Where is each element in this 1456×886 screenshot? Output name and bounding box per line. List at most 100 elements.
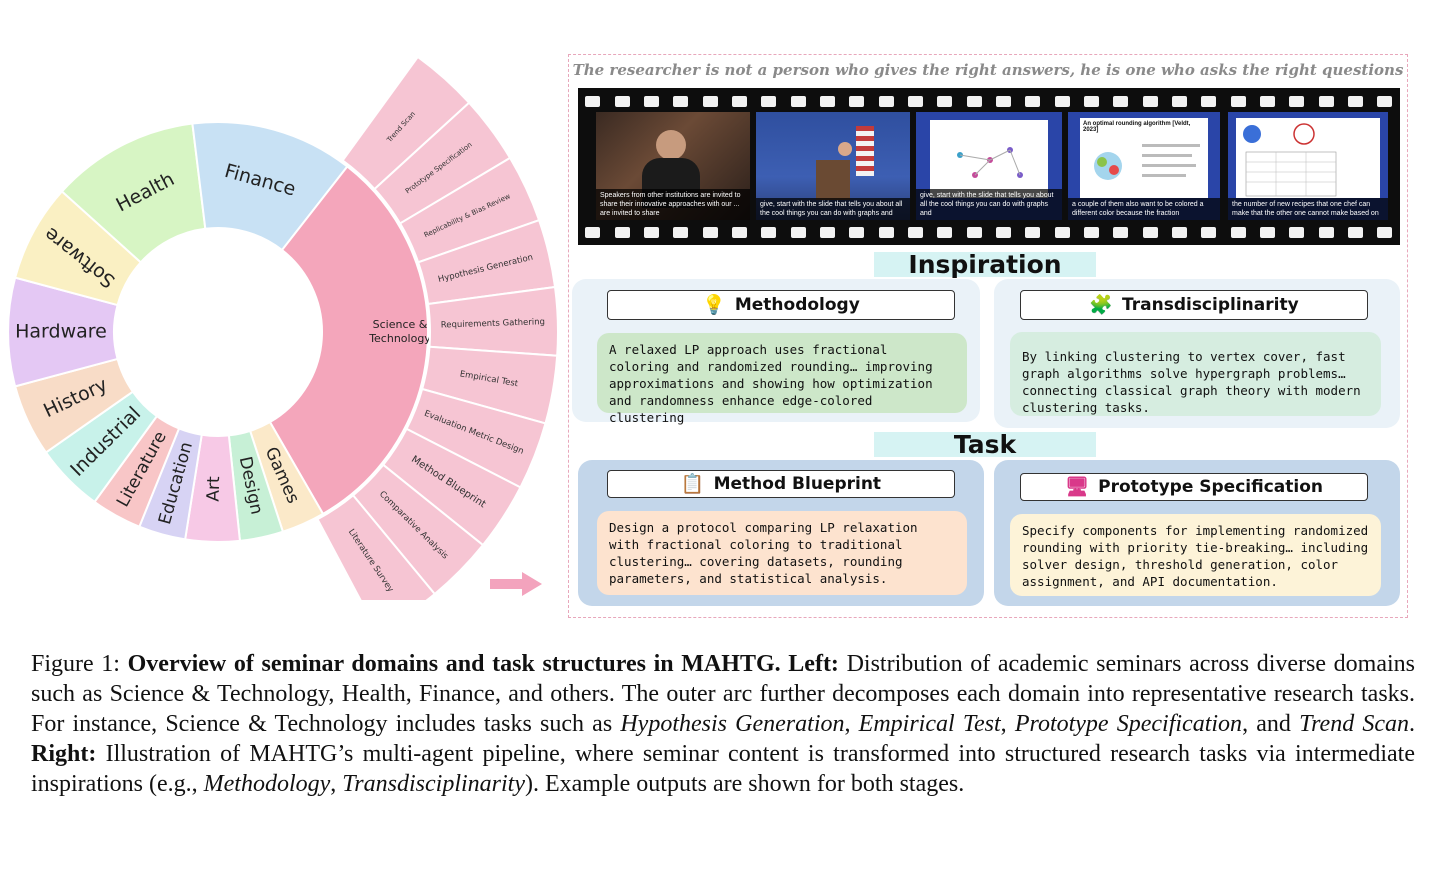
- task-heading: Task: [874, 432, 1096, 457]
- film-hole: [1289, 95, 1305, 107]
- video-frame-3: give, start with the slide that tells yo…: [916, 112, 1062, 220]
- inspiration-heading: Inspiration: [874, 252, 1096, 277]
- film-hole: [907, 95, 923, 107]
- method-blueprint-title: Method Blueprint: [713, 474, 882, 494]
- film-hole: [966, 226, 982, 238]
- film-hole: [878, 95, 894, 107]
- film-hole: [1142, 95, 1158, 107]
- caption-italic-1: Hypothesis Generation: [620, 711, 845, 737]
- caption-text-6: Illustration of MAHTG’s multi-agent pipe…: [31, 741, 1415, 797]
- film-hole: [673, 226, 689, 238]
- film-hole: [1201, 226, 1217, 238]
- film-hole: [1054, 226, 1070, 238]
- film-hole: [1025, 226, 1041, 238]
- film-hole: [1230, 95, 1246, 107]
- film-holes-top: [578, 92, 1400, 110]
- film-hole: [614, 95, 630, 107]
- slide-graph: [930, 120, 1048, 198]
- quote-text: The researcher is not a person who gives…: [572, 61, 1404, 79]
- methodology-title: Methodology: [734, 295, 860, 315]
- caption-italic-4: Trend Scan: [1299, 711, 1410, 737]
- film-hole: [1025, 95, 1041, 107]
- film-hole: [1318, 95, 1334, 107]
- frame-caption-4: a couple of them also want to be colored…: [1068, 198, 1220, 220]
- caption-fig-label: Figure 1:: [31, 651, 128, 677]
- methodology-text: A relaxed LP approach uses fractional co…: [597, 333, 967, 425]
- film-hole: [1377, 226, 1393, 238]
- frame-caption-3: give, start with the slide that tells yo…: [916, 189, 1062, 220]
- caption-text-5: .: [1409, 711, 1416, 737]
- domain-label-science-technology: Science &Technology: [368, 318, 431, 345]
- film-hole: [849, 95, 865, 107]
- film-hole: [790, 226, 806, 238]
- film-hole: [1230, 226, 1246, 238]
- caption-text-8: ). Example outputs are shown for both st…: [524, 771, 965, 797]
- film-hole: [995, 95, 1011, 107]
- table-drawing: [1243, 123, 1337, 197]
- film-holes-bottom: [578, 223, 1400, 241]
- film-hole: [643, 95, 659, 107]
- caption-text-1: Distribution of academic seminars across…: [31, 651, 1416, 737]
- method-blueprint-header: 📋 Method Blueprint: [607, 470, 955, 498]
- film-hole: [614, 226, 630, 238]
- prototype-spec-header: 🖥 Prototype Specification: [1020, 473, 1368, 501]
- transdisciplinarity-header: 🧩 Transdisciplinarity: [1020, 290, 1368, 320]
- film-hole: [790, 95, 806, 107]
- frame-caption-1: Speakers from other institutions are inv…: [596, 189, 750, 220]
- film-hole: [849, 226, 865, 238]
- film-hole: [1348, 226, 1364, 238]
- film-hole: [878, 226, 894, 238]
- slide-title: An optimal rounding algorithm [Veldt, 20…: [1083, 121, 1191, 133]
- task-slice-literature-survey: [316, 493, 437, 600]
- frame-caption-2: give, start with the slide that tells yo…: [756, 198, 910, 220]
- domain-label-hardware: Hardware: [15, 321, 107, 343]
- film-hole: [1142, 226, 1158, 238]
- caption-italic-6: Transdisciplinarity: [342, 771, 525, 797]
- film-hole: [585, 226, 601, 238]
- film-hole: [907, 226, 923, 238]
- film-hole: [1172, 226, 1188, 238]
- video-frame-5: the number of new recipes that one chef …: [1228, 112, 1388, 220]
- film-hole: [819, 226, 835, 238]
- film-hole: [585, 95, 601, 107]
- speaker-figure: [656, 130, 686, 160]
- caption-text-3: ,: [1000, 711, 1015, 737]
- domain-slice-software: [13, 190, 143, 307]
- film-hole: [1084, 226, 1100, 238]
- film-hole: [966, 95, 982, 107]
- caption-text-7: ,: [330, 771, 343, 797]
- caption-bold-title: Overview of seminar domains and task str…: [127, 651, 781, 677]
- lecturer-figure: [838, 142, 852, 156]
- frame-caption-5: the number of new recipes that one chef …: [1228, 198, 1388, 220]
- monitor-icon: 🖥: [1064, 475, 1090, 498]
- film-hole: [761, 95, 777, 107]
- slide-rounding: An optimal rounding algorithm [Veldt, 20…: [1080, 118, 1208, 198]
- caption-text-4: , and: [1242, 711, 1300, 737]
- video-frame-4: An optimal rounding algorithm [Veldt, 20…: [1068, 112, 1220, 220]
- film-hole: [1113, 95, 1129, 107]
- film-hole: [702, 95, 718, 107]
- film-hole: [1348, 95, 1364, 107]
- gear-bulb-icon: 💡: [702, 293, 726, 316]
- domain-label-art: Art: [204, 476, 225, 502]
- checklist-icon: 📋: [680, 472, 705, 495]
- flag: [856, 126, 874, 176]
- caption-italic-2: Empirical Test: [858, 711, 1001, 737]
- graph-drawing: [957, 147, 1023, 178]
- pink-arrow-icon: [490, 572, 542, 596]
- film-hole: [643, 226, 659, 238]
- film-hole: [702, 226, 718, 238]
- film-hole: [1113, 226, 1129, 238]
- film-hole: [1084, 95, 1100, 107]
- film-hole: [1318, 226, 1334, 238]
- caption-italic-5: Methodology: [203, 771, 331, 797]
- film-hole: [731, 95, 747, 107]
- film-hole: [1201, 95, 1217, 107]
- film-hole: [673, 95, 689, 107]
- film-hole: [937, 226, 953, 238]
- transdisciplinarity-text: By linking clustering to vertex cover, f…: [1010, 332, 1381, 416]
- caption-text-2: ,: [844, 711, 859, 737]
- film-hole: [761, 226, 777, 238]
- caption-italic-3: Prototype Specification: [1014, 711, 1243, 737]
